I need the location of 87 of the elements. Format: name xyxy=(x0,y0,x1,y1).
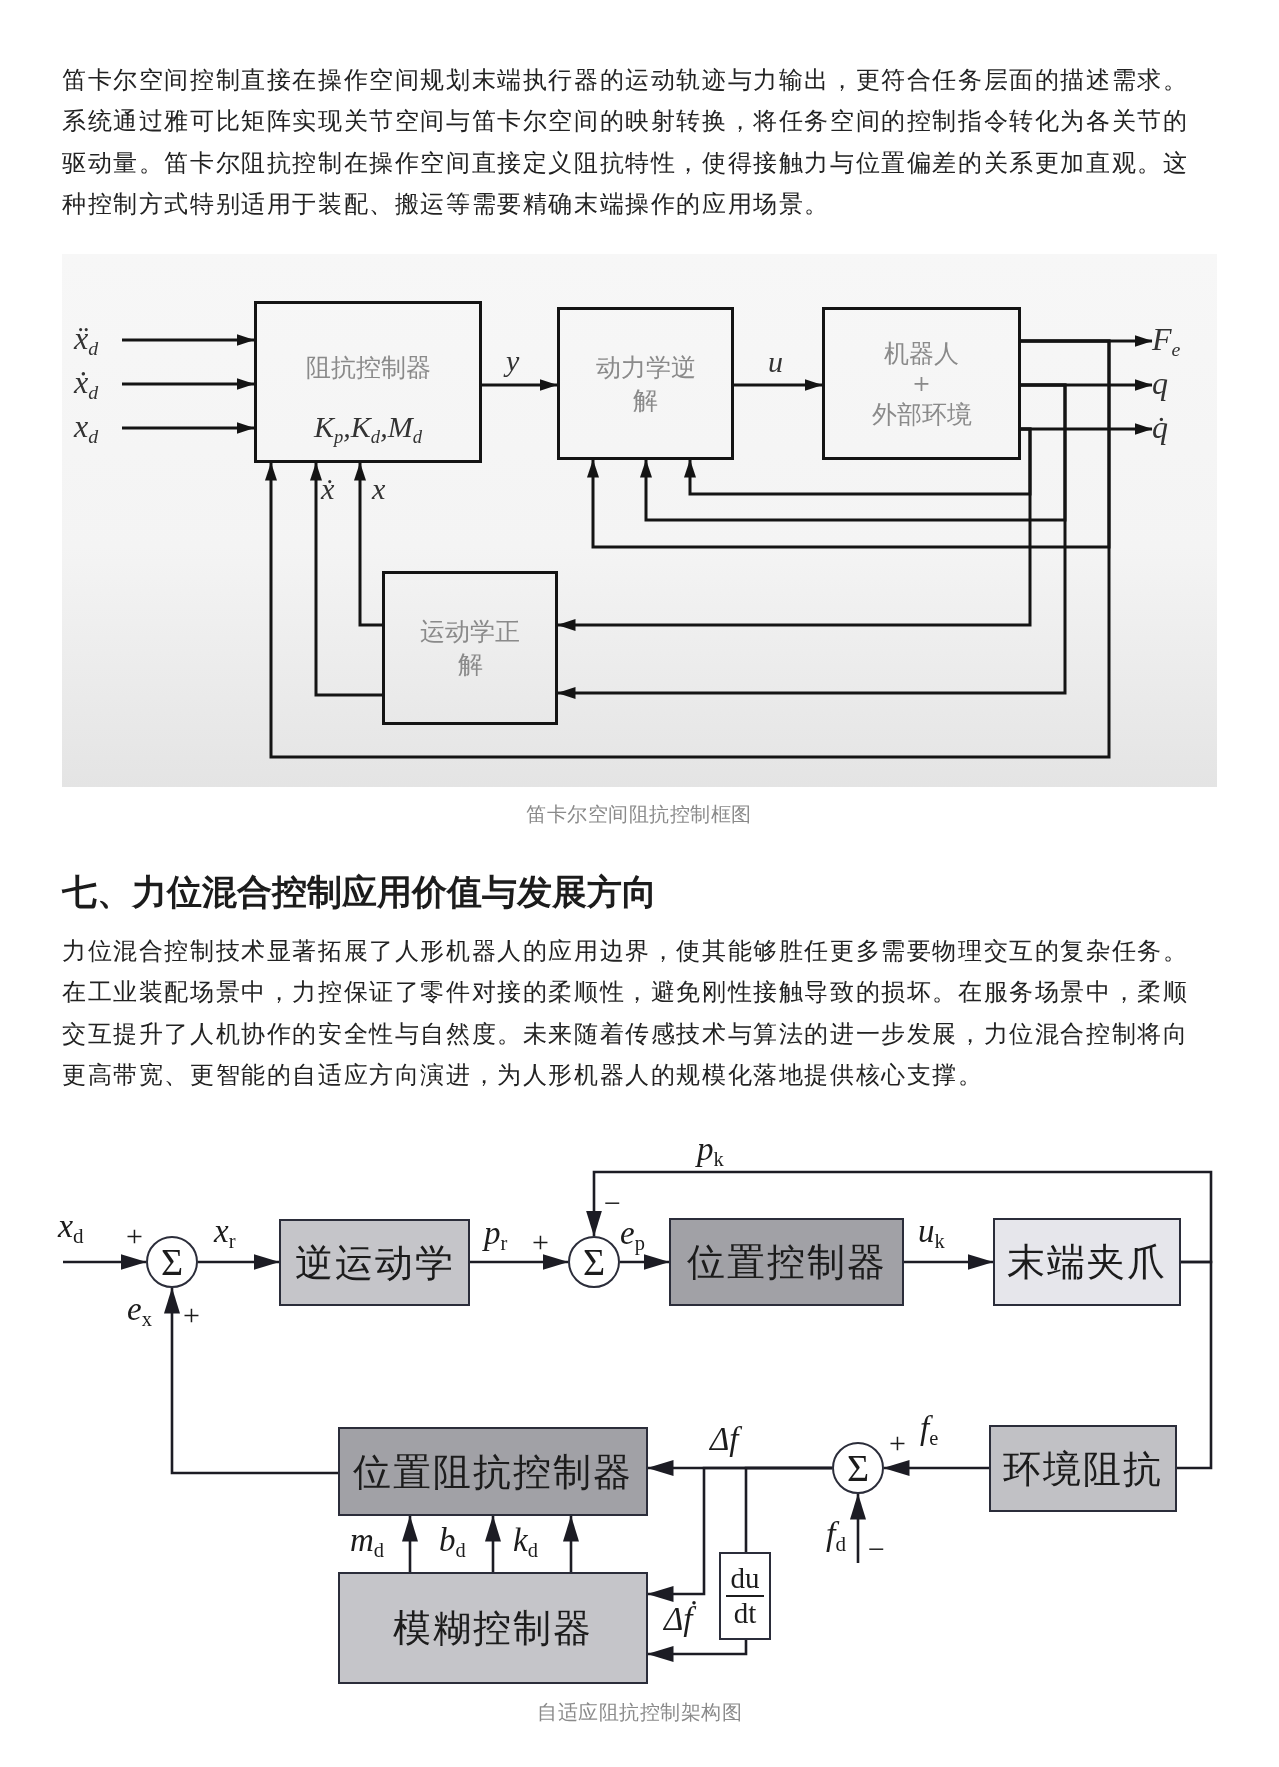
derivative-box xyxy=(719,1552,771,1640)
arrow xyxy=(647,1640,748,1662)
arrow xyxy=(557,383,1067,699)
arrow xyxy=(470,1254,569,1270)
arrow xyxy=(904,1254,994,1270)
sum-symbol: Σ xyxy=(582,1242,606,1282)
block-label: 动力学逆解 xyxy=(594,351,697,417)
block-box xyxy=(338,1572,648,1684)
summing-junction xyxy=(832,1442,884,1494)
summing-junction xyxy=(146,1236,198,1288)
signal-label: x$_{d}$ xyxy=(74,406,122,450)
edge-label: x xyxy=(372,472,386,505)
sum-symbol: Σ xyxy=(846,1448,870,1488)
figure-caption: 自适应阻抗控制架构图 xyxy=(537,1700,742,1724)
arrow xyxy=(586,1170,1213,1264)
block-box xyxy=(254,301,482,463)
arrow xyxy=(620,1254,670,1270)
edge-label: p$_{k}$ xyxy=(697,1131,724,1167)
edge-label: p$_{r}$ xyxy=(484,1215,508,1251)
block-label: 机器人 xyxy=(884,337,959,370)
arrow xyxy=(883,1460,989,1476)
edge-label: ẋ xyxy=(321,472,335,505)
block-label: 逆运动学 xyxy=(294,1240,455,1285)
sign-label: + xyxy=(126,1221,143,1251)
edge-label: m$_{d}$ xyxy=(350,1522,385,1558)
sum-symbol: Σ xyxy=(160,1242,184,1282)
edge-label: u$_{k}$ xyxy=(918,1213,945,1249)
arrow xyxy=(122,378,255,390)
signal-label: ẋ$_{d}$ xyxy=(74,362,122,406)
sign-label: − xyxy=(868,1534,885,1564)
connector-line xyxy=(1177,1260,1213,1470)
signal-label: ẍ$_{d}$ xyxy=(74,318,122,362)
arrow xyxy=(198,1254,280,1270)
figure-caption: 笛卡尔空间阻抗控制框图 xyxy=(526,802,752,826)
block-box xyxy=(382,571,558,725)
edge-label: f$_{e}$ xyxy=(920,1410,939,1446)
signal-label: q xyxy=(1152,364,1186,406)
block-label: 位置阻抗控制器 xyxy=(353,1449,633,1494)
signal-label: x$_{d}$ xyxy=(58,1206,102,1262)
signal-label: f$_{d}$ xyxy=(806,1513,858,1563)
arrow xyxy=(122,334,255,346)
arrow xyxy=(402,1515,418,1572)
edge-label: e$_{x}$ xyxy=(127,1291,152,1327)
sign-label: + xyxy=(532,1227,549,1257)
block-box xyxy=(279,1219,470,1306)
arrow xyxy=(482,379,558,391)
connector-line xyxy=(744,1466,832,1552)
arrow xyxy=(122,422,255,434)
block-box xyxy=(822,307,1021,460)
edge-label: x$_{r}$ xyxy=(214,1213,236,1249)
arrow xyxy=(563,1515,579,1572)
sign-label: + xyxy=(183,1300,200,1330)
signal-label: q̇ xyxy=(1152,408,1186,450)
signal-label: F$_{e}$ xyxy=(1152,320,1196,362)
edge-label: k$_{d}$ xyxy=(513,1522,538,1558)
paragraph: 力位混合控制技术显著拓展了人形机器人的应用边界，使其能够胜任更多需要物理交互的复杂任务。在工业装配场景中，力控保证了零件对接的柔顺性，避免刚性接触导致的损坏。在服务场景中，柔顺交互提升了人机协作的安全性与自然度。未来随着传感技术与算法的进一步发展，力位混合控制将向更高带宽、更智能的自适应方向演进，为人形机器人的规模化落地提供核心支撑。 xyxy=(62,936,1190,1092)
block-label: 阻抗控制器 xyxy=(305,351,431,384)
arrow xyxy=(164,1287,338,1475)
sign-label: − xyxy=(604,1188,621,1218)
block-box xyxy=(993,1218,1181,1306)
arrow xyxy=(354,462,382,627)
block-label: 末端夹爪 xyxy=(1007,1240,1167,1284)
paragraph: 笛卡尔空间控制直接在操作空间规划末端执行器的运动轨迹与力输出，更符合任务层面的描述需求。系统通过雅可比矩阵实现关节空间与笛卡尔空间的映射转换，将任务空间的控制指令转化为各关节的驱动量。笛卡尔阻抗控制在操作空间直接定义阻抗特性，使得接触力与位置偏差的关系更加直观。这种控制方式特别适用于装配、搬运等需要精确末端操作的应用场景。 xyxy=(62,65,1190,221)
block-label: 外部环境 xyxy=(871,398,972,431)
block-box xyxy=(669,1218,904,1306)
arrow xyxy=(734,379,823,391)
numerator-label: du xyxy=(730,1562,760,1594)
edge-label: b$_{d}$ xyxy=(439,1522,466,1558)
section-heading: 七、力位混合控制应用价值与发展方向 xyxy=(62,871,657,913)
block-box xyxy=(557,307,734,460)
arrow xyxy=(63,1254,147,1270)
block-label: 环境阻抗 xyxy=(1003,1446,1163,1491)
block-box xyxy=(989,1425,1177,1512)
summing-junction xyxy=(568,1236,620,1288)
edge-label: u xyxy=(768,345,783,378)
block-box xyxy=(338,1427,648,1516)
arrow xyxy=(850,1493,866,1563)
arrow xyxy=(310,462,382,697)
sign-label: + xyxy=(889,1428,906,1458)
block-label: 运动学正解 xyxy=(419,616,521,681)
arrow xyxy=(485,1515,501,1572)
block-label: 位置控制器 xyxy=(686,1240,887,1284)
arrow xyxy=(265,339,1111,759)
denominator-label: dt xyxy=(733,1598,757,1630)
block-label: 模糊控制器 xyxy=(393,1606,593,1650)
arrow xyxy=(557,427,1032,631)
block-label: + xyxy=(912,369,931,398)
